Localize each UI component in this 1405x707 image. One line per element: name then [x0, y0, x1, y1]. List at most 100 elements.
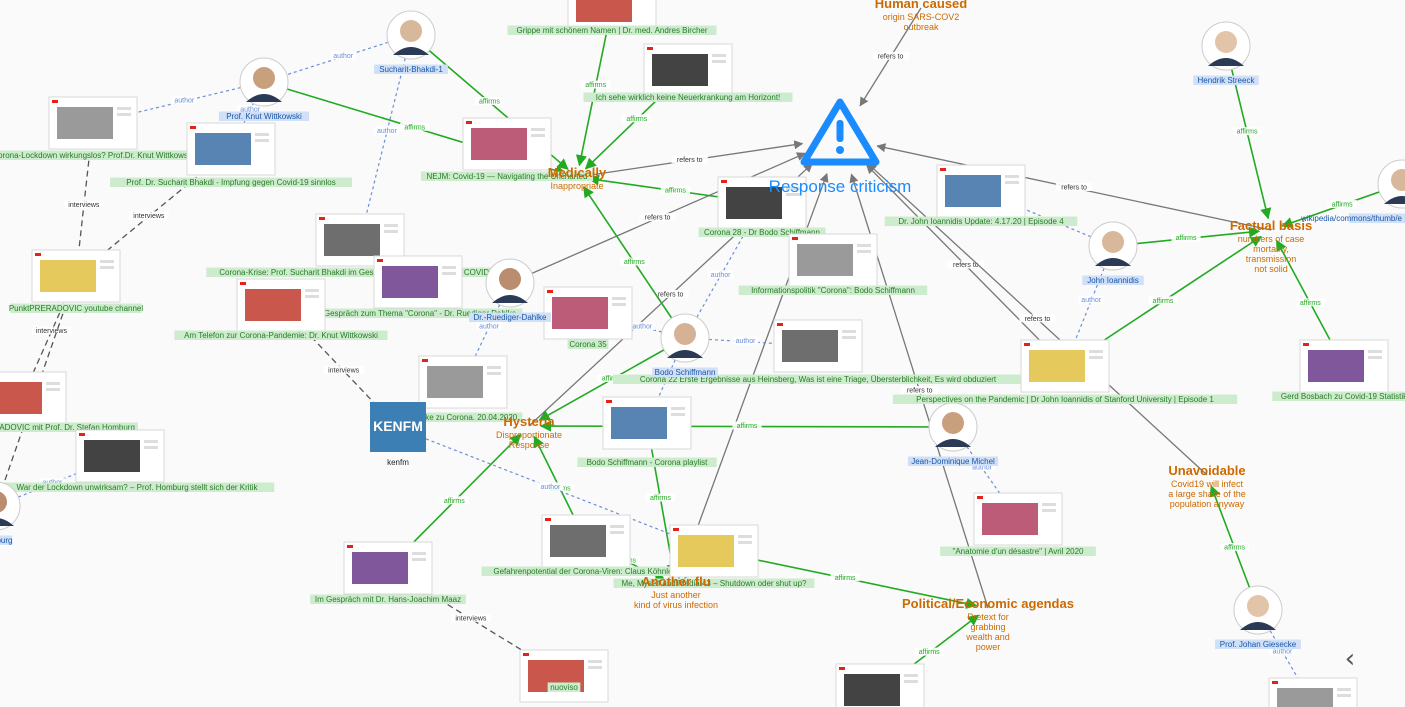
video-node[interactable] [543, 286, 633, 340]
video-node[interactable] [973, 492, 1063, 546]
video-node[interactable] [519, 649, 609, 703]
edge-label-affirms: affirms [1153, 298, 1174, 305]
person-node[interactable] [1377, 159, 1405, 209]
video-label: Dr. John Ioannidis Update: 4.17.20 | Epi… [884, 216, 1078, 226]
face-shape [1215, 31, 1237, 53]
video-label: PRERADOVIC mit Prof. Dr. Stefan Homburg [0, 422, 138, 432]
video-node[interactable] [236, 278, 326, 332]
video-node[interactable] [835, 663, 925, 707]
claim-subtitle: grabbing [970, 622, 1005, 632]
svg-text:PRERADOVIC mit Prof. Dr. Stefa: PRERADOVIC mit Prof. Dr. Stefan Homburg [0, 423, 135, 432]
svg-text:Ich sehe wirklich keine Neuerk: Ich sehe wirklich keine Neuerkrankung am… [596, 93, 781, 102]
sidebar-line [842, 330, 856, 333]
sidebar-line [610, 531, 624, 534]
shoulders-shape [393, 47, 429, 55]
edge-label-affirms: affirms [1237, 129, 1258, 136]
video-node[interactable] [1268, 677, 1358, 707]
edge-label-author: author [174, 98, 195, 105]
person-node[interactable] [386, 10, 436, 60]
sidebar-line [738, 535, 752, 538]
video-node[interactable] [343, 541, 433, 595]
youtube-logo-icon [545, 518, 551, 521]
chevron-left-icon[interactable]: ‹ [1344, 644, 1356, 674]
video-node[interactable] [936, 164, 1026, 218]
video-label: Prof. Dr. Sucharit Bhakdi - Impfung gege… [110, 177, 352, 187]
svg-text:Prof. Knut Wittkowski: Prof. Knut Wittkowski [226, 112, 302, 121]
edge-label-author: author [540, 484, 561, 491]
edge-label-refers: refers to [1025, 316, 1051, 323]
person-node[interactable] [928, 402, 978, 452]
youtube-logo-icon [377, 259, 383, 262]
video-node[interactable] [602, 396, 692, 450]
person-node[interactable] [485, 258, 535, 308]
video-label: Corona-Krise: Prof. Sucharit Bhakdi im G… [206, 267, 514, 277]
claim-title: Unavoidable [1168, 463, 1245, 478]
kenfm-logo-text: KENFM [373, 418, 423, 434]
video-frame [945, 175, 1001, 207]
youtube-logo-icon [977, 496, 983, 499]
video-frame [550, 525, 606, 557]
video-node[interactable] [462, 117, 552, 171]
face-shape [942, 412, 964, 434]
youtube-logo-icon [940, 168, 946, 171]
person-node[interactable] [0, 481, 21, 531]
video-node[interactable] [75, 429, 165, 483]
sidebar-line [412, 558, 426, 561]
video-node[interactable] [373, 255, 463, 309]
kenfm-node[interactable]: KENFM [370, 402, 426, 452]
video-node[interactable] [1020, 339, 1110, 393]
svg-text:Gerd Bosbach zu Covid-19 Stati: Gerd Bosbach zu Covid-19 Statistik [1281, 392, 1405, 401]
video-node[interactable] [669, 524, 759, 578]
video-node[interactable] [717, 176, 807, 230]
sidebar-line [1337, 688, 1351, 691]
sidebar-line [671, 413, 685, 416]
shoulders-shape [935, 439, 971, 447]
sidebar-line [857, 250, 871, 253]
edge-label-author: author [479, 324, 500, 331]
edge-label-bg [969, 463, 995, 472]
video-node[interactable] [788, 233, 878, 287]
video-node[interactable] [0, 371, 67, 425]
video-node[interactable] [48, 96, 138, 150]
svg-text:Corona 22 Erste Ergebnisse aus: Corona 22 Erste Ergebnisse aus Heinsberg… [640, 375, 997, 384]
video-frame [678, 535, 734, 567]
video-node[interactable] [315, 213, 405, 267]
video-node[interactable] [31, 249, 121, 303]
video-node[interactable] [186, 122, 276, 176]
video-frame [471, 128, 527, 160]
edge-label-author: author [240, 107, 261, 114]
sidebar-line [442, 272, 456, 275]
svg-text:Grippe mit schönem Namen | Dr.: Grippe mit schönem Namen | Dr. med. Andr… [516, 26, 707, 35]
person-node[interactable] [1201, 21, 1251, 71]
svg-text:Jean-Dominique Michel: Jean-Dominique Michel [911, 457, 995, 466]
claim-subtitle: Pretext for [967, 612, 1009, 622]
person-node[interactable] [660, 313, 710, 363]
claim-title: Hysteria [503, 414, 555, 429]
youtube-logo-icon [547, 290, 553, 293]
exclamation-bar [836, 120, 844, 142]
person-node[interactable] [1233, 585, 1283, 635]
response-criticism-hub[interactable]: Response criticism [769, 98, 912, 196]
video-label: Ich sehe wirklich keine Neuerkrankung am… [583, 92, 793, 102]
video-frame [726, 187, 782, 219]
video-node[interactable] [418, 355, 508, 409]
sidebar-line [1042, 509, 1056, 512]
video-node[interactable] [541, 514, 631, 568]
person-node[interactable] [1088, 221, 1138, 271]
edge-label-interviews: interviews [455, 615, 487, 622]
person-node[interactable] [239, 57, 289, 107]
sidebar-line [487, 372, 501, 375]
video-node[interactable] [1299, 339, 1389, 393]
edge-label-affirms: affirms [665, 187, 686, 194]
video-node[interactable] [643, 43, 733, 97]
video-node[interactable] [773, 319, 863, 373]
youtube-logo-icon [1272, 681, 1278, 684]
